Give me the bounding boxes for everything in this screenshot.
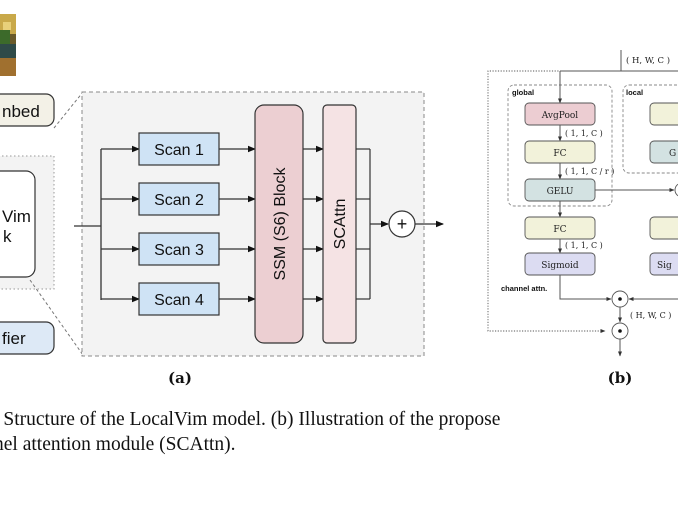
ssm-to-scattn-arrows: [303, 145, 324, 303]
subfigure-b-label: (b): [608, 369, 633, 387]
shape-after-fc1: ( 1, 1, C / r ): [565, 167, 614, 176]
sigmoid-to-mult-arrow: [559, 275, 612, 301]
gelu-label: GELU: [547, 187, 574, 197]
scan-branches: Scan 1 Scan 2 Scan 3 Scan 4: [101, 132, 256, 316]
zoom-line-top: [53, 91, 84, 129]
mult-dot-icon: [618, 297, 622, 301]
caption-line-1: ) Structure of the LocalVim model. (b) I…: [0, 409, 501, 430]
merge-bracket: [356, 148, 389, 300]
ssm-s6-block: [254, 104, 304, 344]
scan-label: Scan 3: [154, 242, 204, 259]
avgpool-label: AvgPool: [541, 111, 579, 121]
fc2-label: FC: [553, 225, 566, 235]
local-top-node: [649, 102, 678, 126]
local-sigmoid-node: [649, 252, 678, 276]
classifier-label: fier: [2, 329, 26, 348]
scan-label: Scan 2: [154, 192, 204, 209]
local-fc-node: [649, 216, 678, 240]
subfigure-a-label: (a): [168, 369, 192, 387]
local-gelu-node: [649, 140, 678, 164]
local-sigmoid-label: Sig: [657, 261, 672, 271]
embed-block: [0, 93, 55, 127]
shape-after-fc2: ( 1, 1, C ): [565, 241, 603, 250]
localvim-block: [0, 170, 36, 278]
scan-block: [138, 182, 220, 216]
scan-label: Scan 4: [154, 292, 204, 309]
shape-after-mult: ( H, W, C ): [630, 311, 671, 320]
scattn-block: [322, 104, 357, 344]
residual-path: [487, 70, 678, 333]
embed-label: nbed: [2, 102, 40, 121]
zoom-line-bottom: [29, 279, 84, 356]
local-merge-node: [674, 183, 678, 197]
local-group: [622, 84, 678, 174]
localvim-block-label-line1: Vim: [2, 207, 31, 226]
channel-attn-label: channel attn.: [501, 284, 547, 293]
model-thumbnail-image: [0, 14, 16, 76]
local-gelu-label: G: [669, 149, 676, 159]
fc1-label: FC: [553, 149, 566, 159]
input-shape-label: ( H, W, C ): [626, 55, 670, 66]
localvim-block-label-line2: k: [3, 227, 12, 246]
sum-symbol: +: [397, 214, 408, 234]
scan-label: Scan 1: [154, 142, 204, 159]
sigmoid-label: Sigmoid: [541, 261, 579, 271]
ssm-s6-block-label: SSM (S6) Block: [272, 167, 289, 281]
shape-after-avgpool: ( 1, 1, C ): [565, 129, 603, 138]
caption-line-2: nel attention module (SCAttn).: [0, 434, 236, 455]
classifier-block: [0, 321, 55, 355]
global-label: global: [512, 88, 534, 97]
mult-dot-icon: [618, 329, 622, 333]
scan-block: [138, 132, 220, 166]
local-label: local: [626, 88, 643, 97]
scattn-block-label: SCAttn: [332, 199, 349, 250]
